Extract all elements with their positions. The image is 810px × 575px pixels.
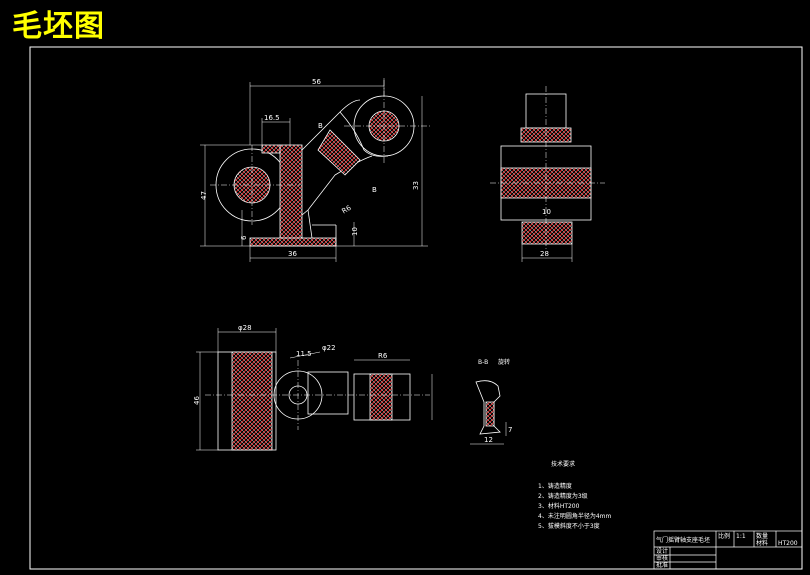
note-1: 1、铸造精度 (538, 482, 572, 490)
tb-scale: 1:1 (736, 533, 746, 540)
notes-heading: 技术要求 (551, 460, 575, 468)
dim-47: 47 (200, 191, 208, 200)
label-b-left: B (318, 122, 323, 130)
tb-check: 审核 (656, 554, 668, 562)
tb-part-name: 气门摇臂轴支座毛坯 (656, 536, 710, 544)
label-b-right: B (372, 186, 377, 194)
note-3: 3、材料HT200 (538, 502, 580, 510)
page-title: 毛坯图 (12, 9, 105, 44)
tb-scale-label: 比例 (718, 532, 730, 540)
dim-6: 6 (240, 235, 248, 240)
tb-material: HT200 (778, 540, 798, 547)
dim-46: 46 (193, 396, 201, 405)
tb-qty-label: 数量 (756, 532, 768, 540)
tb-drawn: 设计 (656, 547, 668, 555)
dim-phi28: φ28 (238, 324, 252, 332)
dim-11-5: 11.5 (296, 350, 312, 358)
side-view (490, 86, 605, 262)
dim-33: 33 (412, 181, 420, 190)
section-label: B-B (478, 359, 488, 366)
note-5: 5、拔模斜度不小于3度 (538, 522, 600, 530)
dim-28: 28 (540, 250, 549, 258)
dim-phi22: φ22 (322, 344, 336, 352)
dim-r6-top: R6 (378, 352, 388, 360)
tb-approve: 批准 (656, 561, 668, 569)
dim-7: 7 (508, 426, 512, 434)
dim-10-side: 10 (542, 208, 551, 216)
top-boss-section (231, 351, 273, 451)
dim-36: 36 (288, 250, 297, 258)
title-block (653, 530, 803, 570)
tb-material-label: 材料 (756, 539, 768, 547)
dim-12: 12 (484, 436, 493, 444)
top-rib-section (369, 373, 393, 421)
top-view (196, 328, 433, 451)
dim-10: 10 (351, 227, 359, 236)
column-section (279, 144, 303, 246)
drawing-frame (29, 46, 803, 570)
dim-16-5: 16.5 (264, 114, 280, 122)
section-b-b (470, 380, 507, 445)
dim-56: 56 (312, 78, 321, 86)
section-caption: 旋转 (498, 358, 510, 366)
note-2: 2、铸造精度为3级 (538, 492, 588, 500)
front-view (200, 78, 430, 262)
dim-r6: R6 (341, 204, 354, 216)
note-4: 4、未注明圆角半径为4mm (538, 512, 611, 520)
